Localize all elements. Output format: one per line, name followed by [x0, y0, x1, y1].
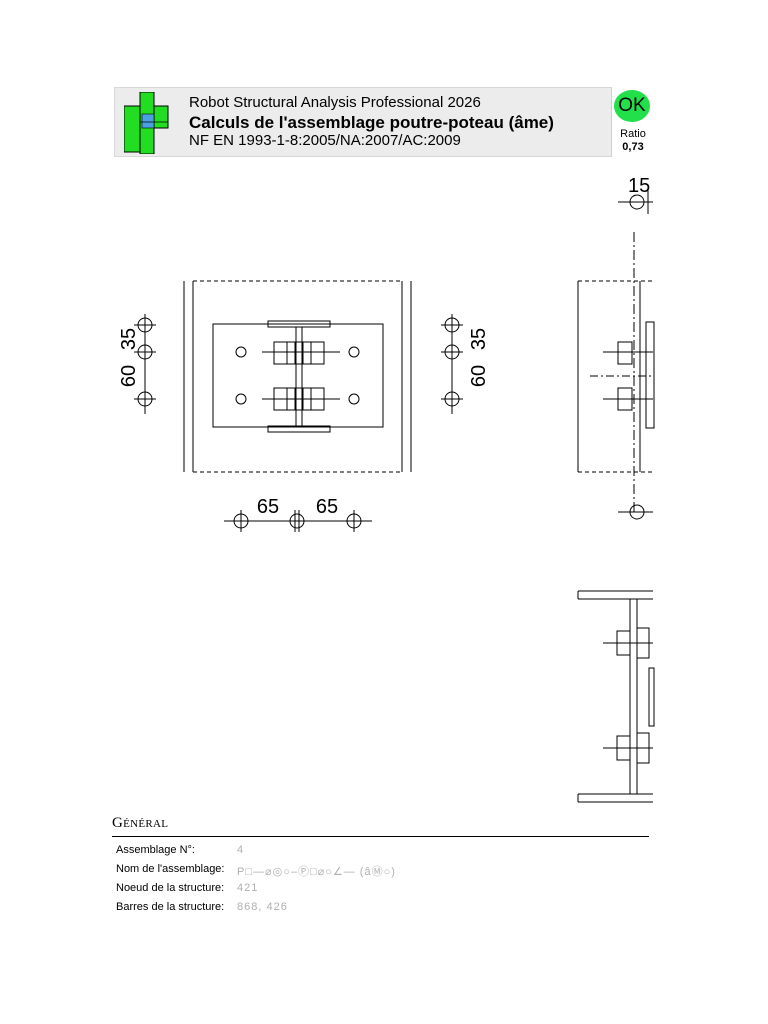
value-barres-structure: 868, 426 [237, 901, 288, 913]
value-noeud-structure: 421 [237, 882, 259, 894]
section-title-general: Général [112, 815, 169, 831]
report-header [114, 87, 655, 157]
side-view [577, 190, 655, 520]
section-divider [112, 836, 649, 837]
ratio-value: 0,73 [622, 141, 644, 153]
label-barres-structure: Barres de la structure: [116, 901, 225, 913]
joint-logo-icon [124, 92, 169, 154]
dimension-right [441, 314, 463, 414]
dim-bottom-65-b: 65 [316, 496, 338, 518]
dim-left-35: 35 [118, 328, 140, 350]
plan-view [577, 590, 655, 803]
dim-bottom-65-a: 65 [257, 496, 279, 518]
front-view [183, 280, 412, 473]
dimension-left [134, 314, 156, 414]
standard-reference: NF EN 1993-1-8:2005/NA:2007/AC:2009 [189, 132, 461, 149]
status-badge: OK [614, 90, 650, 122]
label-noeud-structure: Noeud de la structure: [116, 882, 225, 894]
label-assemblage-no: Assemblage N°: [116, 844, 195, 856]
dim-right-60: 60 [468, 365, 490, 387]
ratio-label: Ratio [620, 128, 646, 140]
app-title: Robot Structural Analysis Professional 2… [189, 94, 481, 111]
dim-right-35: 35 [468, 328, 490, 350]
dim-left-60: 60 [118, 365, 140, 387]
dimension-bottom [224, 510, 372, 532]
dim-side-15: 15 [628, 175, 650, 197]
calc-title: Calculs de l'assemblage poutre-poteau (â… [189, 113, 554, 132]
label-nom-assemblage: Nom de l'assemblage: [116, 863, 225, 875]
value-nom-assemblage: P□—⌀◎○–Ⓟ□⌀○∠— (âⓂ○) [237, 866, 396, 878]
value-assemblage-no: 4 [237, 844, 245, 856]
